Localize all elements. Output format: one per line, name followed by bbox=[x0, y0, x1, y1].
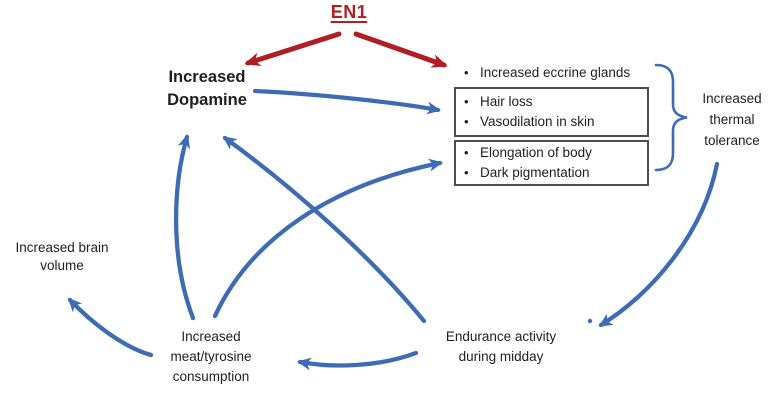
box2-item-pigmentation: Dark pigmentation bbox=[456, 163, 647, 183]
edge-thermal-to-endurance bbox=[598, 161, 720, 328]
node-brain-volume: Increased brain volume bbox=[15, 240, 109, 273]
node-endurance-activity: Endurance activity during midday bbox=[445, 329, 557, 364]
box1-item-hair-loss: Hair loss bbox=[456, 92, 647, 112]
node-meat-tyrosine: Increased meat/tyrosine consumption bbox=[170, 329, 252, 384]
edge-en1-to-eccrine bbox=[353, 31, 448, 68]
bullet-increased-eccrine-glands: Increased eccrine glands bbox=[456, 63, 690, 83]
edge-meat-to-body-box bbox=[212, 158, 443, 319]
edge-dopamine-to-skin-box bbox=[252, 88, 441, 115]
box-body-adaptations: Elongation of body Dark pigmentation bbox=[454, 140, 649, 186]
node-increased-dopamine: Increased Dopamine bbox=[167, 68, 247, 109]
edge-endurance-to-meat bbox=[297, 350, 419, 371]
box2-item-elongation: Elongation of body bbox=[456, 143, 647, 163]
edge-en1-to-dopamine bbox=[244, 31, 342, 67]
edge-meat-to-dopamine bbox=[173, 134, 196, 321]
node-thermal-tolerance: Increased thermal tolerance bbox=[702, 91, 762, 148]
arrow-ink-dot bbox=[587, 318, 593, 324]
box1-item-vasodilation: Vasodilation in skin bbox=[456, 112, 647, 132]
box-skin-adaptations: Hair loss Vasodilation in skin bbox=[454, 87, 649, 137]
edge-endurance-to-dopamine bbox=[222, 135, 427, 324]
edge-meat-to-brain bbox=[67, 297, 154, 358]
node-en1: EN1 bbox=[330, 2, 368, 22]
